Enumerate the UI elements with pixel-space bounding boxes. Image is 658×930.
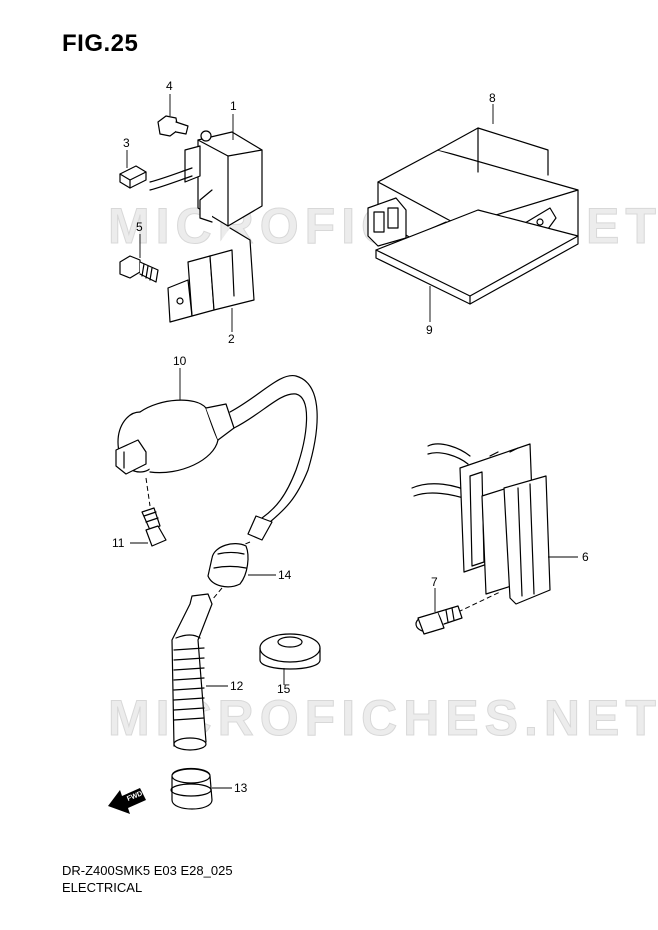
part-5-bolt: [119, 255, 159, 283]
callout-13: 13: [234, 781, 248, 795]
callout-11: 11: [112, 536, 125, 550]
part-13-boot: [170, 767, 213, 810]
callout-6: 6: [582, 550, 589, 564]
callout-15: 15: [277, 682, 291, 696]
part-7-bolt: [415, 591, 501, 635]
callout-2: 2: [228, 332, 235, 346]
part-12-plug-cap: [171, 587, 223, 751]
part-6-regulator: [411, 443, 551, 605]
diagram-name: ELECTRICAL: [62, 880, 143, 895]
callout-8: 8: [489, 91, 496, 105]
callout-4: 4: [166, 79, 173, 93]
callout-3: 3: [123, 136, 130, 150]
figure-title: FIG.25: [62, 30, 139, 57]
callout-10: 10: [173, 354, 187, 368]
part-14-seal: [207, 541, 251, 588]
part-15-grommet: [259, 633, 321, 670]
callout-7: 7: [431, 575, 438, 589]
leader-lines: [126, 94, 578, 789]
callout-1: 1: [230, 99, 237, 113]
fwd-arrow-icon: FWD: [108, 788, 146, 814]
callout-9: 9: [426, 323, 433, 337]
part-10-ignition-coil: [115, 375, 318, 541]
part-3-cap: [119, 165, 147, 189]
part-4-bolt: [157, 115, 189, 137]
callout-14: 14: [278, 568, 292, 582]
part-2-bracket: [167, 227, 255, 323]
part-9-cushion: [375, 209, 579, 305]
diagram-code: DR-Z400SMK5 E03 E28_025: [62, 863, 233, 878]
part-1-relay: [149, 130, 263, 227]
callout-5: 5: [136, 220, 143, 234]
part-11-bolt: [141, 477, 167, 547]
callout-12: 12: [230, 679, 244, 693]
